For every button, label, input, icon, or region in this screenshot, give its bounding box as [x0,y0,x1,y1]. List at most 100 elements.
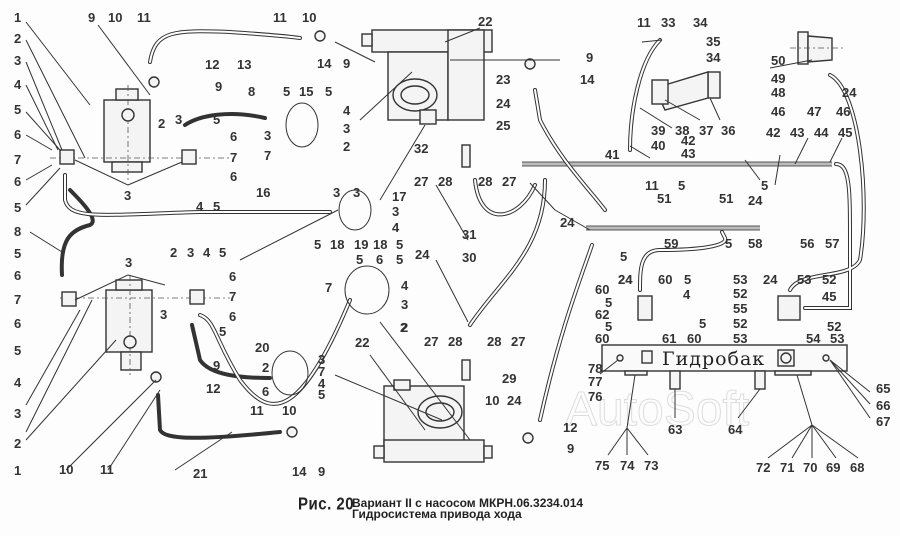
callout: 3 [175,112,182,127]
callout: 1 [14,10,21,25]
callout: 3 [392,204,399,219]
callout: 5 [356,252,363,267]
callout: 3 [187,245,194,260]
figure-caption-line1: Вариант II с насосом МКРН.06.3234.014 [352,496,584,510]
callout: 31 [462,227,476,242]
callout: 73 [644,458,658,473]
callout: 8 [14,224,21,239]
callout: 4 [14,375,22,390]
callout: 25 [496,118,510,133]
callout: 4 [318,376,326,391]
callout: 11 [100,462,114,477]
callout: 45 [838,125,852,140]
callout: 38 [675,123,689,138]
callout: 51 [719,191,733,206]
callout: 9 [318,464,325,479]
callout: 17 [392,189,406,204]
callout: 54 [806,331,821,346]
callout: 56 [800,236,814,251]
callout: 3 [160,307,167,322]
callout: 6 [14,268,21,283]
callout: 29 [502,371,516,386]
callout: 2 [170,245,177,260]
callout: 28 [448,334,462,349]
callout: 10 [108,10,122,25]
callout: 11 [250,403,264,418]
callout: 78 [588,361,602,376]
callout: 53 [733,331,747,346]
callout: 60 [595,331,609,346]
callout: 7 [230,150,237,165]
callout: 34 [693,15,708,30]
callout: 72 [756,460,770,475]
callout: 74 [620,458,635,473]
callout: 75 [595,458,609,473]
callout: 43 [681,146,695,161]
callout: 22 [478,14,492,29]
callout: 50 [771,53,785,68]
callout: 32 [414,141,428,156]
callout: 1 [14,463,21,478]
callout: 46 [836,104,850,119]
callout: 27 [502,174,516,189]
callout: 6 [230,169,237,184]
callout: 5 [14,343,21,358]
callout: 6 [376,252,383,267]
callout: 5 [14,200,21,215]
callout: 7 [264,148,271,163]
callout: 20 [255,340,269,355]
callout: 5 [314,237,321,252]
callout: 3 [333,185,340,200]
callout: 22 [355,335,369,350]
callout: 67 [876,414,890,429]
callout: 3 [401,297,408,312]
callout: 5 [761,178,768,193]
callout: 51 [657,191,671,206]
callout: 14 [317,56,332,71]
callout: 12 [206,381,220,396]
callout: 5 [318,387,325,402]
callout: 27 [511,334,525,349]
callout: 49 [771,71,785,86]
callout: 47 [807,104,821,119]
callout: 76 [588,389,602,404]
callout: 6 [229,309,236,324]
callout: 42 [766,125,780,140]
callout: 45 [822,289,836,304]
callout: 7 [229,289,236,304]
callout: 55 [733,301,747,316]
callout: 11 [637,15,651,30]
callout: 12 [563,420,577,435]
callout: 4 [196,199,204,214]
callout: 3 [343,121,350,136]
callout: 18 [330,237,344,252]
callout: 5 [213,199,220,214]
callout: 5 [725,236,732,251]
callout: 24 [507,393,522,408]
callout: 6 [229,269,236,284]
upper-pump [361,29,493,125]
callout: 2 [401,320,408,335]
figure-number: Рис. 20 [298,494,355,515]
callout: 37 [699,123,713,138]
callout: 4 [203,245,211,260]
callout: 15 [299,84,313,99]
callout: 6 [14,316,21,331]
callout: 5 [699,316,706,331]
callout: 12 [205,57,219,72]
callout: 10 [59,462,73,477]
callout: 4 [401,278,409,293]
callout: 19 [354,237,368,252]
callout: 13 [237,57,251,72]
callout: 59 [664,236,678,251]
callout: 24 [618,272,633,287]
callout: 33 [661,15,675,30]
callout: 5 [396,237,403,252]
cooler-assembly [651,31,845,111]
callout: 5 [14,246,21,261]
callout-labels: 1 2 3 4 5 6 7 6 5 8 5 6 7 6 5 4 3 2 1 9 … [14,10,890,481]
callout: 44 [814,125,829,140]
callout: 34 [706,50,721,65]
callout: 24 [842,85,857,100]
callout: 11 [273,10,287,25]
